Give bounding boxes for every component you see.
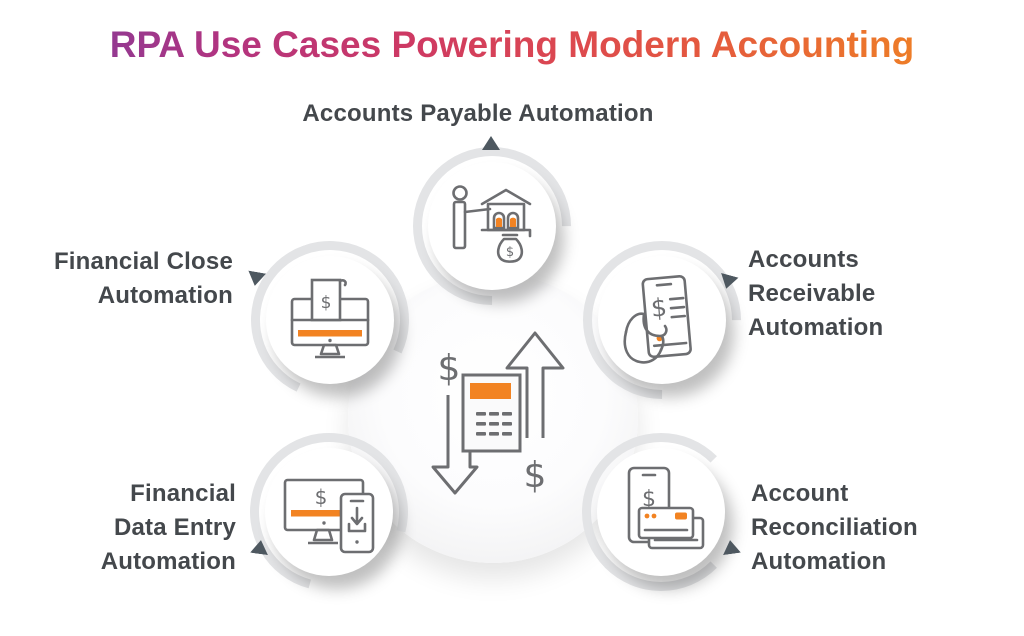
calculator-display <box>470 383 511 399</box>
bank-payment-icon: $ <box>452 185 532 263</box>
dollar-sign: $ <box>650 293 668 323</box>
phone-credit-cards-icon: $ <box>627 466 705 550</box>
dollar-sign: $ <box>438 348 461 389</box>
page-title: RPA Use Cases Powering Modern Accounting <box>0 24 1024 66</box>
hand-outline <box>623 312 668 364</box>
label-accounts-payable: Accounts Payable Automation <box>302 100 654 127</box>
down-arrow-icon <box>431 395 479 495</box>
node-circle-accounts-receivable: $ <box>598 256 726 384</box>
node-circle-account-reconciliation: $ <box>597 448 725 576</box>
label-accounts-receivable: Accounts Receivable Automation <box>748 246 884 341</box>
node-circle-accounts-payable: $ <box>428 162 556 290</box>
monitor-receipt-icon: $ <box>290 278 370 359</box>
node-circle-financial-data-entry: $ <box>265 448 393 576</box>
label-financial-data-entry: Financial Data Entry Automation <box>100 480 236 575</box>
dollar-sign: $ <box>524 455 547 496</box>
pointer-triangle-icon <box>482 136 500 150</box>
node-circle-financial-close: $ <box>266 256 394 384</box>
dollar-sign: $ <box>506 245 514 260</box>
calculator-buttons <box>476 412 512 436</box>
monitor-phone-download-icon: $ <box>283 478 375 554</box>
label-financial-close: Financial Close Automation <box>53 248 233 309</box>
hand-phone-invoice-icon: $ <box>623 275 692 364</box>
dollar-sign: $ <box>642 487 656 512</box>
label-account-reconciliation: Account Reconciliation Automation <box>751 480 918 575</box>
dollar-sign: $ <box>315 485 328 509</box>
up-arrow-icon <box>505 331 565 438</box>
download-arrow-icon <box>347 499 367 533</box>
calculator-cash-flow-icon: $ $ <box>431 331 565 496</box>
dollar-sign: $ <box>321 293 332 313</box>
